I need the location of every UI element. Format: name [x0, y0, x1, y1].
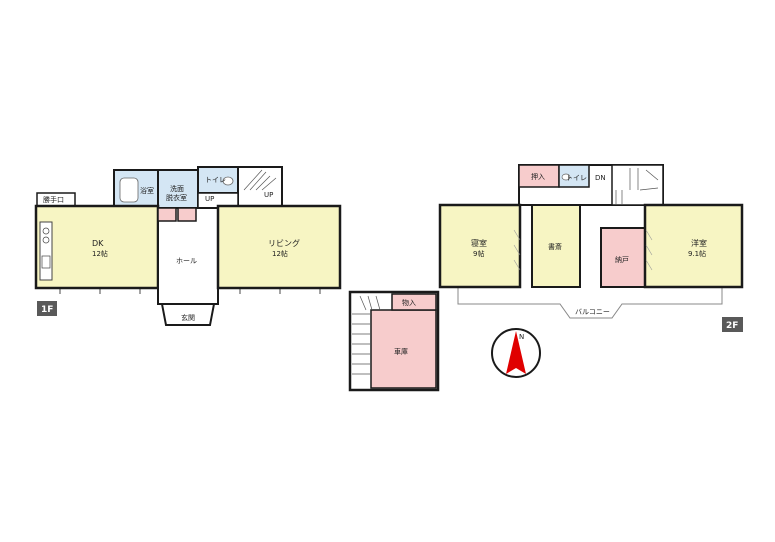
balcony-label: バルコニー	[575, 308, 610, 316]
toilet-2f-fixture-icon	[561, 173, 571, 181]
toilet-2f-label: トイレ	[566, 174, 587, 182]
western-size: 9.1帖	[688, 249, 706, 258]
floor-1-badge-label: 1F	[41, 305, 53, 315]
hall-label: ホール	[176, 257, 197, 265]
stair-treads-2f	[615, 168, 659, 204]
washroom-label: 洗面	[170, 184, 184, 193]
toilet-fixture-icon	[222, 176, 234, 186]
study-label: 書斎	[548, 242, 562, 251]
stairs-2f	[611, 164, 664, 206]
window-marks-1f	[59, 288, 321, 294]
dn-label: DN	[595, 174, 606, 182]
compass-north-label: N	[519, 333, 524, 341]
compass-arrow-icon	[506, 331, 526, 374]
garage-building: 物入 車庫	[348, 290, 440, 392]
entrance-area	[160, 303, 216, 326]
dk-label: DK	[92, 239, 104, 248]
bedroom-size: 9帖	[473, 249, 484, 258]
floor-2-badge-label: 2F	[726, 321, 738, 331]
back-door-label: 勝手口	[43, 195, 64, 204]
garage-label: 車庫	[394, 347, 408, 356]
up-label-2: UP	[264, 191, 273, 199]
western-room	[643, 203, 744, 289]
wardrobe-marks	[513, 229, 653, 271]
dk-room	[34, 204, 160, 290]
storage-1f-2	[177, 207, 197, 222]
floor-2: 押入 トイレ DN 寝室 9帖 書斎 納戸 洋室 9.1帖 バルコニー 2F	[438, 164, 744, 332]
sink-icon	[41, 255, 51, 269]
living-size: 12帖	[272, 249, 288, 258]
balcony-outline	[457, 286, 723, 319]
living-room	[216, 204, 342, 290]
kitchen-counter	[39, 221, 53, 281]
stair-treads-1f	[243, 169, 277, 191]
stairs-1f	[237, 166, 283, 209]
western-label: 洋室	[691, 238, 707, 248]
toilet-1f-label: トイレ	[205, 176, 226, 184]
garage-room	[370, 309, 437, 389]
storage-1f	[157, 207, 177, 222]
bedroom-room	[438, 203, 522, 289]
compass: N	[491, 328, 541, 378]
washroom	[157, 169, 199, 209]
entrance-label: 玄関	[181, 313, 195, 322]
closet-label: 納戸	[615, 255, 629, 264]
up-label-1: UP	[205, 195, 214, 203]
study-room	[531, 204, 581, 288]
stove-icon	[42, 236, 50, 244]
washroom-label-2: 脱衣室	[166, 193, 187, 202]
toilet-1f	[197, 166, 239, 194]
bathtub-icon	[119, 177, 139, 203]
dk-size: 12帖	[92, 249, 108, 258]
hall-area	[157, 207, 219, 305]
stove-icon	[42, 227, 50, 235]
floor-1: 勝手口 浴室 洗面 脱衣室 トイレ UP UP DK 12帖 ホール リビング …	[34, 166, 342, 326]
toilet-2f	[558, 164, 590, 188]
oshiire-label: 押入	[531, 172, 545, 181]
garage-stairs	[352, 295, 381, 375]
living-label: リビング	[268, 238, 300, 248]
floor-1-badge	[37, 301, 57, 316]
floor-2-badge	[722, 317, 743, 332]
bedroom-label: 寝室	[471, 238, 487, 248]
bath-label: 浴室	[140, 186, 154, 195]
garage-storage	[391, 293, 437, 311]
garage-storage-label: 物入	[402, 298, 416, 307]
